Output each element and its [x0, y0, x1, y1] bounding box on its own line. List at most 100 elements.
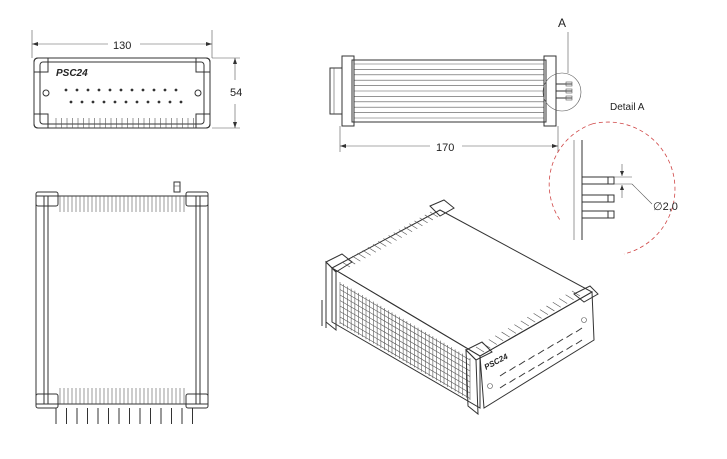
- dimension-170-label: 170: [436, 142, 454, 154]
- front-pin-grid: [64, 88, 183, 104]
- front-pin-dot: [64, 88, 68, 92]
- iso-back-fin-line: [362, 249, 371, 256]
- front-pin-dot: [146, 100, 150, 104]
- iso-back-fin-line: [341, 261, 351, 268]
- bottom-view-top-fins: [59, 196, 185, 212]
- iso-back-fin-line: [424, 214, 433, 221]
- dimension-130-label: 130: [113, 40, 131, 52]
- iso-slot: [575, 327, 583, 333]
- front-pin-dot: [108, 88, 112, 92]
- iso-mesh-line: [339, 322, 471, 399]
- iso-mesh-line: [339, 294, 471, 372]
- iso-slot: [537, 349, 545, 355]
- iso-slot: [499, 371, 507, 377]
- front-pin-dot: [86, 88, 90, 92]
- iso-slot: [509, 378, 516, 383]
- iso-back-fin-line: [352, 255, 361, 262]
- isometric-view: PSC24: [321, 199, 599, 416]
- front-pin-dot: [119, 88, 123, 92]
- iso-front-fin-line: [501, 331, 510, 338]
- iso-mesh-line: [339, 316, 471, 394]
- iso-mesh-line: [339, 305, 471, 383]
- iso-front-fin-line: [539, 309, 549, 315]
- front-pin-dot: [102, 100, 106, 104]
- iso-slot: [528, 355, 535, 360]
- iso-back-fin-line: [403, 226, 413, 232]
- iso-slot: [518, 372, 526, 378]
- iso-front-fin-line: [475, 346, 485, 353]
- iso-slot: [537, 361, 545, 367]
- isometric-back-fins: [341, 211, 439, 268]
- iso-front-fin-line: [488, 339, 497, 345]
- iso-back-fin-line: [367, 247, 377, 253]
- iso-mesh-line: [339, 289, 471, 366]
- isometric-front-slots: [499, 327, 583, 389]
- detail-a: Detail A ∅2,0: [548, 102, 678, 255]
- section-marker-a: A: [558, 16, 566, 30]
- front-pin-dot: [163, 88, 167, 92]
- front-pin-dot: [69, 100, 73, 104]
- iso-back-fin-line: [414, 220, 423, 227]
- front-pin-dot: [97, 88, 101, 92]
- iso-slot: [547, 344, 554, 349]
- front-bottom-fins: [55, 118, 194, 128]
- iso-slot: [528, 367, 535, 372]
- iso-back-fin-line: [372, 244, 382, 250]
- front-pin-dot: [152, 88, 156, 92]
- iso-back-fin-line: [393, 232, 402, 238]
- bottom-view: [35, 181, 209, 424]
- bottom-view-bottom-fins: [59, 388, 185, 404]
- iso-mesh-line: [339, 311, 471, 388]
- iso-front-fin-line: [559, 298, 568, 304]
- iso-back-fin-line: [419, 217, 428, 224]
- pin-diameter-label: ∅2,0: [653, 201, 678, 213]
- iso-slot: [556, 350, 564, 356]
- front-pin-dot: [168, 100, 172, 104]
- side-fins: [354, 63, 544, 119]
- iso-mesh-line: [339, 283, 471, 361]
- front-pin-dot: [179, 100, 183, 104]
- iso-front-fin-line: [495, 335, 504, 342]
- iso-slot: [547, 356, 554, 361]
- iso-slot: [575, 339, 583, 345]
- front-pin-dot: [174, 88, 178, 92]
- dimension-length-170: 170: [339, 126, 559, 154]
- front-pin-dot: [75, 88, 79, 92]
- iso-back-fin-line: [409, 223, 418, 230]
- front-pin-dot: [124, 100, 128, 104]
- bottom-view-pins: [55, 408, 193, 424]
- dimension-height-54: 54: [212, 57, 242, 129]
- front-pin-dot: [141, 88, 145, 92]
- brand-logo: PSC24: [56, 68, 88, 79]
- front-pin-dot: [135, 100, 139, 104]
- iso-front-fin-line: [514, 324, 523, 330]
- iso-back-fin-line: [357, 252, 366, 259]
- iso-slot: [518, 360, 526, 366]
- isometric-side-mesh: [339, 282, 471, 400]
- iso-slot: [566, 333, 573, 338]
- iso-front-fin-line: [520, 320, 529, 327]
- dimension-width-130: 130: [31, 30, 213, 58]
- isometric-front-fins: [475, 290, 581, 353]
- iso-back-fin-line: [429, 211, 439, 218]
- iso-front-fin-line: [552, 301, 561, 308]
- front-pin-dot: [157, 100, 161, 104]
- detail-a-title: Detail A: [610, 102, 645, 113]
- front-view: 130 54 PSC24: [31, 30, 242, 129]
- iso-front-fin-line: [533, 313, 542, 319]
- iso-front-fin-line: [565, 294, 574, 300]
- side-view: A 170: [329, 16, 582, 154]
- iso-back-fin-line: [388, 235, 397, 241]
- iso-slot: [509, 366, 516, 371]
- iso-back-fin-line: [398, 229, 408, 235]
- front-pin-dot: [91, 100, 95, 104]
- front-pin-dot: [80, 100, 84, 104]
- dimension-54-label: 54: [230, 87, 242, 99]
- iso-slot: [499, 383, 507, 389]
- front-pin-dot: [113, 100, 117, 104]
- iso-slot: [556, 338, 564, 344]
- iso-slot: [566, 345, 573, 350]
- iso-front-fin-line: [507, 328, 517, 334]
- iso-mesh-line: [339, 300, 471, 377]
